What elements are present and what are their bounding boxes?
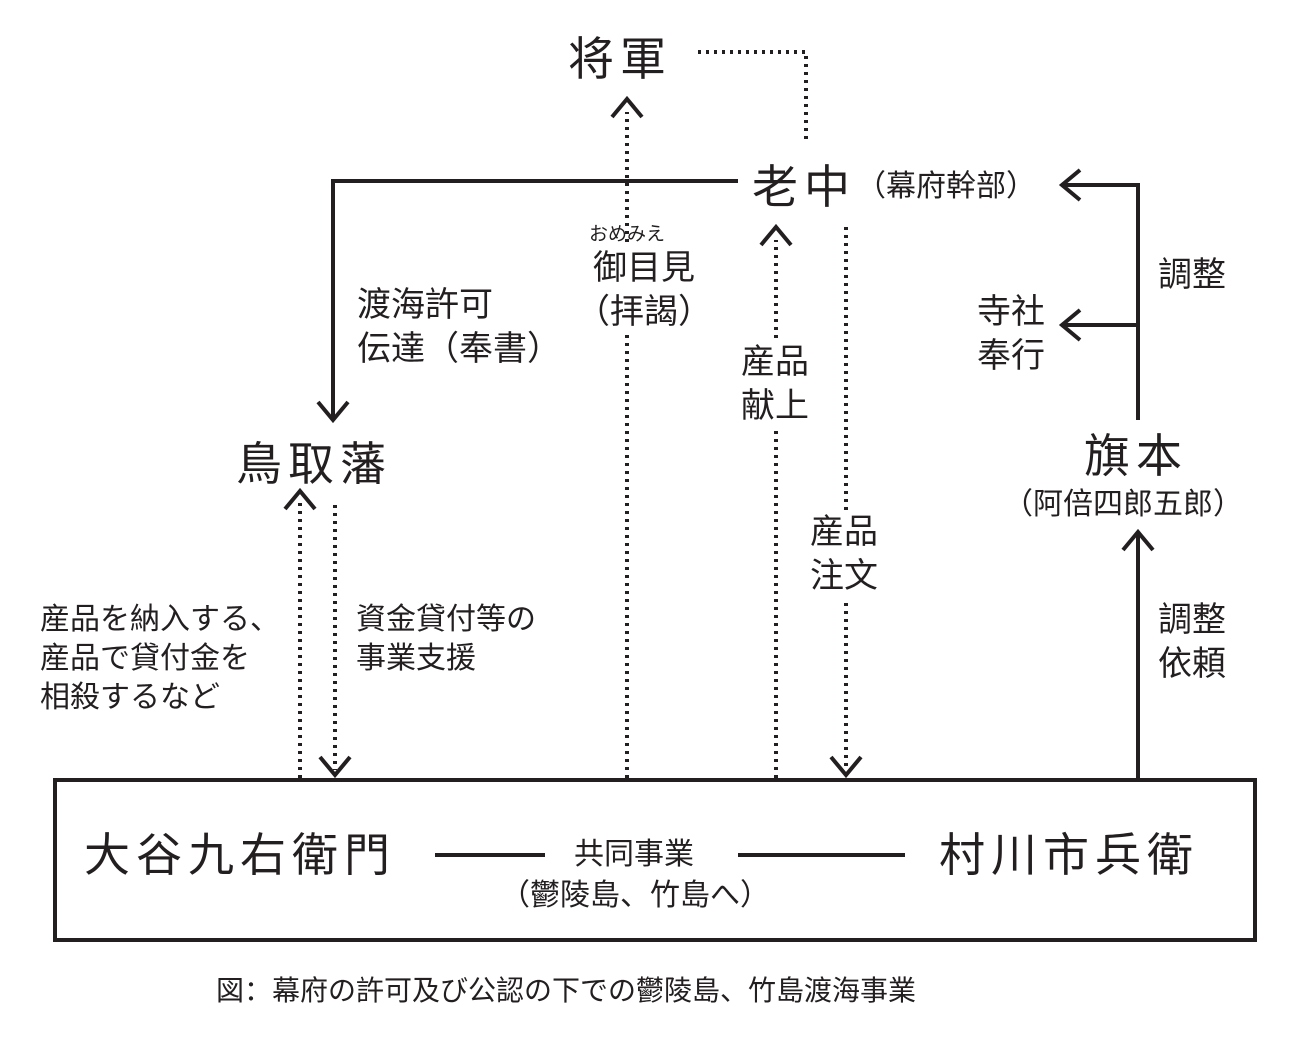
edge-roju-to-tottori <box>331 179 738 418</box>
chumon-line-2: 注文 <box>810 556 878 597</box>
kenjo-line-1: 産品 <box>741 342 809 382</box>
label-tokai-kyoka: 渡海許可 伝達（奉書） <box>357 283 561 371</box>
arrowhead-roju-kenjo <box>759 223 793 247</box>
label-omemie: 御目見 （拝謁） <box>576 246 712 335</box>
jisha-line-2: 奉行 <box>977 336 1045 377</box>
node-roju: 老中 <box>752 160 856 214</box>
chumon-line-1: 産品 <box>810 512 878 552</box>
omemie-line-2: （拝謁） <box>576 292 712 333</box>
nonyu-line-2: 産品で貸付金を <box>40 641 250 676</box>
omemie-line-1: 御目見 <box>593 248 695 288</box>
node-shogun: 将軍 <box>568 32 672 86</box>
chosei-irai-line-1: 調整 <box>1158 600 1226 640</box>
nonyu-line-1: 産品を納入する、 <box>40 602 280 637</box>
edge-shogun-roju <box>698 50 808 140</box>
node-oya: 大谷九右衛門 <box>84 828 396 882</box>
node-roju-note: （幕府幹部） <box>856 169 1036 204</box>
label-shien: 資金貸付等の 事業支援 <box>356 600 536 678</box>
node-murakawa: 村川市兵衛 <box>939 828 1199 882</box>
label-chosei-irai: 調整 依頼 <box>1158 598 1226 686</box>
arrowhead-tottori <box>316 400 350 424</box>
arrowhead-box-shien <box>318 755 352 779</box>
arrowhead-roju-chosei <box>1058 168 1082 202</box>
figure-caption: 図：幕府の許可及び公認の下での鬱陵島、竹島渡海事業 <box>216 974 917 1007</box>
arrowhead-jisha <box>1058 308 1082 342</box>
node-jisha-bugyo: 寺社 奉行 <box>977 290 1045 378</box>
node-tottori: 鳥取藩 <box>236 437 392 491</box>
edge-hatamoto-up <box>1062 183 1140 420</box>
tokai-line-1: 渡海許可 <box>357 285 493 325</box>
jisha-line-1: 寺社 <box>977 292 1045 332</box>
tokai-line-2: 伝達（奉書） <box>357 329 561 370</box>
node-hatamoto: 旗本 <box>1084 429 1188 483</box>
label-kyodo-note: （鬱陵島、竹島へ） <box>500 878 770 913</box>
arrowhead-box-chumon <box>829 755 863 779</box>
joint-venture-box <box>53 778 1257 942</box>
arrowhead-shogun <box>610 95 644 119</box>
label-chumon: 産品 注文 <box>810 510 878 599</box>
label-chosei: 調整 <box>1158 255 1226 295</box>
nonyu-line-3: 相殺するなど <box>40 680 220 715</box>
arrowhead-hatamoto <box>1121 528 1155 552</box>
kenjo-line-2: 献上 <box>741 386 809 427</box>
arrowhead-tottori-nonyu <box>283 487 317 511</box>
label-nonyu: 産品を納入する、 産品で貸付金を 相殺するなど <box>40 600 280 717</box>
chosei-irai-line-2: 依頼 <box>1158 644 1226 685</box>
label-kyodo: 共同事業 <box>574 837 694 872</box>
node-hatamoto-note: （阿倍四郎五郎） <box>1003 487 1243 522</box>
shien-line-1: 資金貸付等の <box>356 602 536 637</box>
shien-line-2: 事業支援 <box>356 641 476 676</box>
label-omemie-ruby: おめみえ <box>589 223 666 245</box>
label-kenjo: 産品 献上 <box>741 340 809 429</box>
